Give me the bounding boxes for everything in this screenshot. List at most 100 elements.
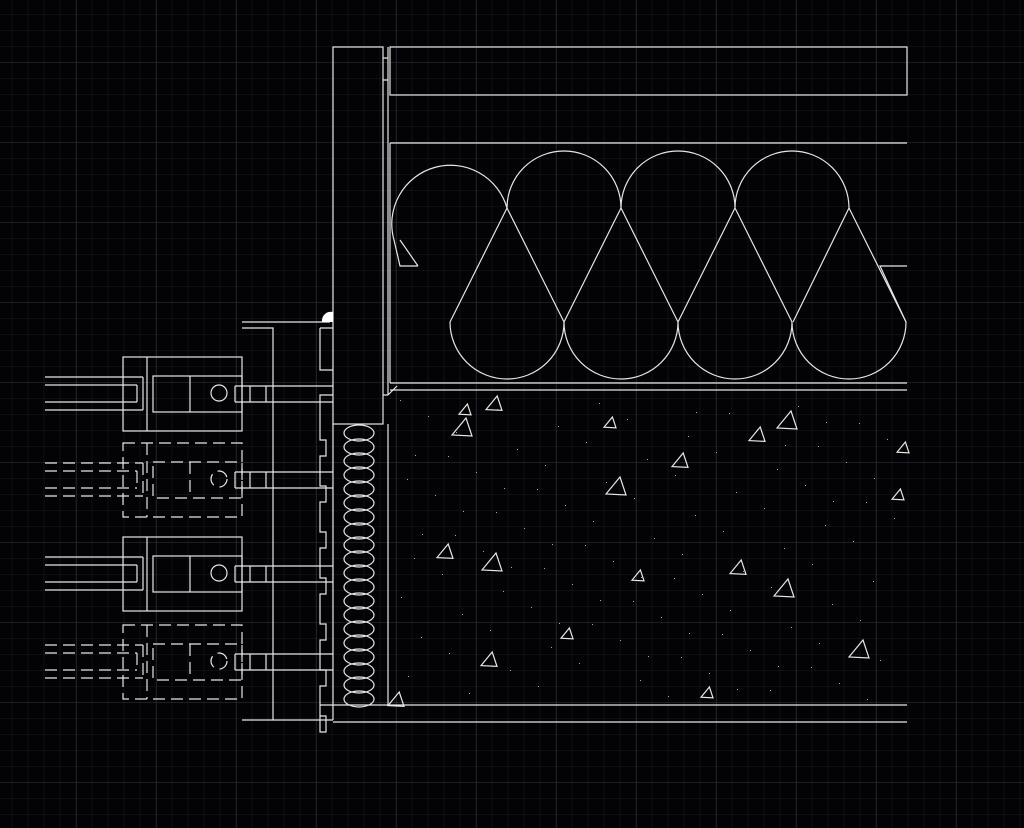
aggregate-dot	[819, 643, 820, 644]
aggregate-dot	[647, 459, 648, 460]
aggregate-dot	[668, 696, 669, 697]
aggregate-dot	[716, 452, 717, 453]
aggregate-triangle	[602, 415, 617, 429]
aggregate-dot	[558, 426, 559, 427]
aggregate-dot	[592, 624, 593, 625]
anchor-rod	[45, 644, 144, 679]
anchor-pin-icon	[210, 564, 228, 582]
aggregate-dot	[866, 502, 867, 503]
anchor-slot	[152, 643, 243, 681]
aggregate-dot	[606, 482, 607, 483]
aggregate-dot	[469, 693, 470, 694]
aggregate-dot	[874, 478, 875, 479]
concrete-fill[interactable]	[333, 389, 910, 723]
coil-loop	[343, 536, 375, 554]
aggregate-triangle	[890, 487, 905, 501]
anchor-assembly[interactable]	[45, 624, 333, 700]
aggregate-dot	[682, 554, 683, 555]
sealant-bead	[321, 311, 333, 322]
anchor-housing	[122, 442, 243, 518]
aggregate-dot	[428, 416, 429, 417]
frame-profile[interactable]	[242, 311, 334, 733]
aggregate-dot	[853, 541, 854, 542]
anchor-assemblies[interactable]	[45, 356, 333, 700]
aggregate-dot	[634, 498, 635, 499]
aggregate-dot	[846, 462, 847, 463]
aggregate-dot	[503, 591, 504, 592]
anchor-assembly[interactable]	[45, 442, 333, 518]
aggregate-dot	[422, 534, 423, 535]
aggregate-triangle	[484, 394, 503, 412]
hatched-slab[interactable]	[389, 46, 908, 96]
aggregate-dot	[449, 653, 450, 654]
coil-loop	[343, 480, 375, 498]
aggregate-dot	[414, 558, 415, 559]
aggregate-dot	[407, 479, 408, 480]
aggregate-dot	[722, 634, 723, 635]
anchor-assembly[interactable]	[45, 536, 333, 612]
aggregate-triangle	[630, 568, 645, 582]
aggregate-triangle	[775, 409, 798, 430]
aggregate-triangle	[604, 475, 627, 496]
aggregate-dot	[600, 600, 601, 601]
anchor-stem	[234, 471, 333, 489]
aggregate-triangle	[747, 425, 766, 443]
aggregate-triangle	[479, 650, 498, 668]
aggregate-dot	[408, 676, 409, 677]
coil-loop	[343, 424, 375, 442]
anchor-pin-icon	[210, 384, 228, 402]
aggregate-dot	[401, 597, 402, 598]
aggregate-dot	[551, 647, 552, 648]
aggregate-triangle	[895, 440, 910, 454]
anchor-pin-icon	[210, 470, 228, 488]
aggregate-dot	[462, 614, 463, 615]
anchor-slot	[152, 555, 243, 593]
aggregate-dot	[859, 423, 860, 424]
coil-loop	[343, 494, 375, 512]
batt-insulation[interactable]	[389, 142, 907, 384]
coil-loop	[343, 606, 375, 624]
aggregate-triangle	[480, 551, 503, 572]
aggregate-dot	[504, 488, 505, 489]
coil-loop	[343, 648, 375, 666]
aggregate-dot	[784, 548, 785, 549]
aggregate-dot	[565, 505, 566, 506]
aggregate-dot	[572, 584, 573, 585]
coil-insulation[interactable]	[343, 424, 375, 708]
aggregate-dot	[490, 630, 491, 631]
aggregate-dot	[641, 577, 642, 578]
aggregate-dot	[811, 667, 812, 668]
aggregate-dot	[517, 449, 518, 450]
aggregate-dot	[483, 551, 484, 552]
coil-loop	[343, 620, 375, 638]
aggregate-dot	[613, 561, 614, 562]
anchor-stem	[234, 385, 333, 403]
coil-loop	[343, 550, 375, 568]
aggregate-dot	[825, 525, 826, 526]
aggregate-triangle	[450, 416, 473, 437]
aggregate-dot	[415, 455, 416, 456]
aggregate-dot	[400, 400, 401, 401]
aggregate-dot	[510, 670, 511, 671]
coil-loop	[343, 522, 375, 540]
aggregate-dot	[654, 538, 655, 539]
anchor-stem	[234, 653, 333, 671]
aggregate-dot	[579, 663, 580, 664]
aggregate-dot	[538, 686, 539, 687]
aggregate-dot	[544, 568, 545, 569]
aggregate-dot	[764, 508, 765, 509]
anchor-pin-icon	[210, 652, 228, 670]
aggregate-dot	[860, 620, 861, 621]
aggregate-dot	[736, 492, 737, 493]
aggregate-dot	[709, 673, 710, 674]
aggregate-dot	[723, 531, 724, 532]
aggregate-dot	[421, 637, 422, 638]
aggregate-dot	[826, 422, 827, 423]
aggregate-triangle	[386, 690, 405, 708]
aggregate-dot	[729, 413, 730, 414]
aggregate-dot	[839, 683, 840, 684]
hatched-wall[interactable]	[332, 46, 398, 425]
anchor-assembly[interactable]	[45, 356, 333, 432]
aggregate-triangle	[728, 558, 747, 576]
